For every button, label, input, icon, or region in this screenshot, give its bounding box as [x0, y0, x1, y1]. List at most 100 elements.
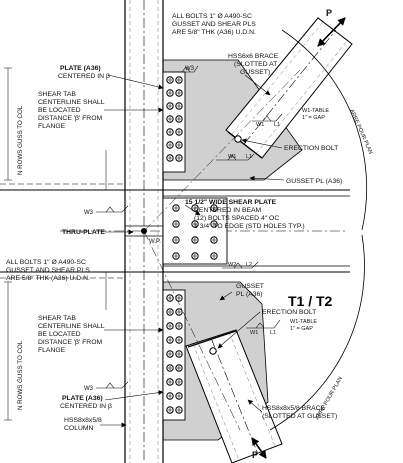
weld-w3-top: [172, 65, 199, 73]
w1-label-a: W1: [228, 154, 236, 160]
bolt-upper-tab-mark: [176, 129, 182, 135]
leader-erection-bot: [217, 311, 261, 349]
workpoint-arc-label: ARRE POUR PLAN: [348, 108, 373, 155]
bolt-upper-tab-mark: [167, 142, 173, 148]
erection-bolt-bot: ERECTION BOLT: [262, 309, 316, 316]
bolt-lower-tab-mark: [176, 351, 182, 357]
w1-bot-label: W1: [250, 330, 258, 336]
l1-bot-label: L1: [270, 330, 276, 336]
bolt-lower-tab-mark: [176, 337, 182, 343]
bolt-shear-plate-mark: [192, 221, 198, 227]
bolts-note-top-2: GUSSET AND SHEAR PLS: [172, 21, 256, 28]
leader-plate-bot: [104, 390, 164, 401]
plate-bot-label: PLATE (A36): [62, 395, 103, 402]
bolts-note-bot-3: ARE 5/8" THK (A36) U.D.N.: [6, 275, 90, 282]
bolts-note-top-1: ALL BOLTS 1" Ø A490-SC: [172, 13, 252, 20]
n-rows-bot: N ROWS GUSS TO COL: [17, 340, 24, 410]
gusset-bot-2: PL (A36): [236, 291, 263, 298]
thru-plate-label: THRU-PLATE: [62, 229, 105, 236]
bolt-lower-tab-mark: [167, 407, 173, 413]
bolt-lower-tab-mark: [167, 365, 173, 371]
lower-erection-bolt: [209, 347, 217, 355]
w2-label: W2: [228, 262, 236, 268]
upper-erection-bolt: [234, 135, 242, 143]
brace-top-2: (SLOTTED AT: [234, 61, 277, 68]
p-top-label: P: [326, 8, 332, 18]
bolt-upper-tab-mark: [167, 90, 173, 96]
leader-lines: [100, 74, 285, 428]
shear-tab-top-2: CENTERLINE SHALL: [38, 99, 105, 106]
lower-load-arrow-back: [251, 437, 267, 459]
w1-table-bot-1: W1-TABLE: [290, 319, 317, 325]
bolt-lower-tab-mark: [176, 323, 182, 329]
weld-w3-top-flag: [181, 66, 191, 73]
annotation-text: ALL BOLTS 1" Ø A490-SC GUSSET AND SHEAR …: [6, 8, 373, 460]
p-bot-label: P: [252, 450, 258, 460]
bolt-lower-tab-mark: [167, 337, 173, 343]
bolt-shear-plate-mark: [192, 253, 198, 259]
upper-brace-hidden-2: [255, 40, 348, 155]
bolts-note-bot-2: GUSSET AND SHEAR PLS: [6, 267, 90, 274]
weld-w3-c-label: W3: [84, 386, 94, 392]
bolt-upper-tab-mark: [176, 116, 182, 122]
work-point: [141, 228, 147, 234]
column-label-2: COLUMN: [64, 425, 94, 432]
bolt-upper-tab-mark: [176, 103, 182, 109]
bolt-lower-tab-mark: [176, 407, 182, 413]
dimensions: [4, 67, 107, 421]
weld-w1-bot: [246, 319, 281, 329]
bolt-shear-plate-mark: [173, 221, 179, 227]
weld-w1-top-flag: [262, 115, 272, 122]
weld-symbols: [96, 65, 283, 389]
bolts-note-top-3: ARE 5/8" THK (A36) U.D.N.: [172, 29, 256, 36]
bolt-upper-tab-mark: [176, 77, 182, 83]
bolt-shear-plate-mark: [211, 237, 217, 243]
shear-plate-1: 15 1/2" WIDE SHEAR PLATE: [185, 199, 277, 206]
bolts-note-bot-1: ALL BOLTS 1" Ø A490-SC: [6, 259, 86, 266]
w1-table-bot-2: 1" = GAP: [290, 326, 313, 332]
bolt-lower-tab-mark: [167, 295, 173, 301]
weld-w3-a-label: W3: [185, 66, 195, 72]
w1-top-label: W1: [256, 122, 264, 128]
plate-top-sub: CENTERED IN β: [58, 73, 110, 80]
gusset-pl-top: GUSSET PL (A36): [286, 178, 342, 185]
l2-label: L2: [246, 262, 252, 268]
brace-bot-2: (SLOTTED AT GUSSET): [262, 413, 337, 420]
bolt-lower-tab-mark: [176, 379, 182, 385]
leader-plate-top: [107, 74, 164, 90]
bolt-lower-tab-mark: [167, 309, 173, 315]
bolt-upper-tab-mark: [167, 77, 173, 83]
shear-tab-bot-5: FLANGE: [38, 347, 66, 354]
upper-brace-centerline: [243, 29, 337, 145]
bolt-upper-tab-mark: [167, 129, 173, 135]
brace-top-3: GUSSET): [240, 69, 270, 76]
lower-brace-slot: [187, 330, 237, 348]
leader-gusset-bot: [219, 291, 233, 301]
weld-w3-bot-flag: [105, 382, 115, 389]
lower-brace-centerline: [210, 337, 259, 455]
weld-w3-mid-flag: [105, 206, 115, 213]
bolt-lower-tab-mark: [167, 393, 173, 399]
bolt-shear-plate-mark: [173, 205, 179, 211]
beam: [0, 183, 350, 279]
weld-w1-a-flag: [227, 154, 237, 161]
bolt-upper-tab-mark: [176, 155, 182, 161]
vp-label: W.P.: [149, 239, 161, 245]
w1-table-top-1: W1-TABLE: [302, 108, 329, 114]
upper-brace-slot: [227, 131, 263, 159]
weld-w1-a: [216, 153, 255, 161]
leader-gusset-top: [249, 175, 285, 181]
shear-tab-bot-2: CENTERLINE SHALL: [38, 323, 105, 330]
lower-workpoint-arc: [269, 234, 365, 431]
weld-w3-bot: [96, 381, 129, 389]
shear-plate-4: 1 3/4" TO EDGE (STD HOLES TYP.): [194, 223, 305, 230]
bolt-lower-tab-mark: [176, 365, 182, 371]
bolt-shear-plate-mark: [211, 205, 217, 211]
bolt-upper-tab-mark: [176, 90, 182, 96]
shear-tab-top-4: DISTANCE 'β' FROM: [38, 115, 102, 122]
l1-top-label: L1: [274, 122, 280, 128]
erection-bolt-top: ERECTION BOLT: [284, 145, 338, 152]
shear-tab-bot-3: BE LOCATED: [38, 331, 81, 338]
shear-plate-3: (12) BOLTS SPACED 4" OC: [194, 215, 279, 222]
